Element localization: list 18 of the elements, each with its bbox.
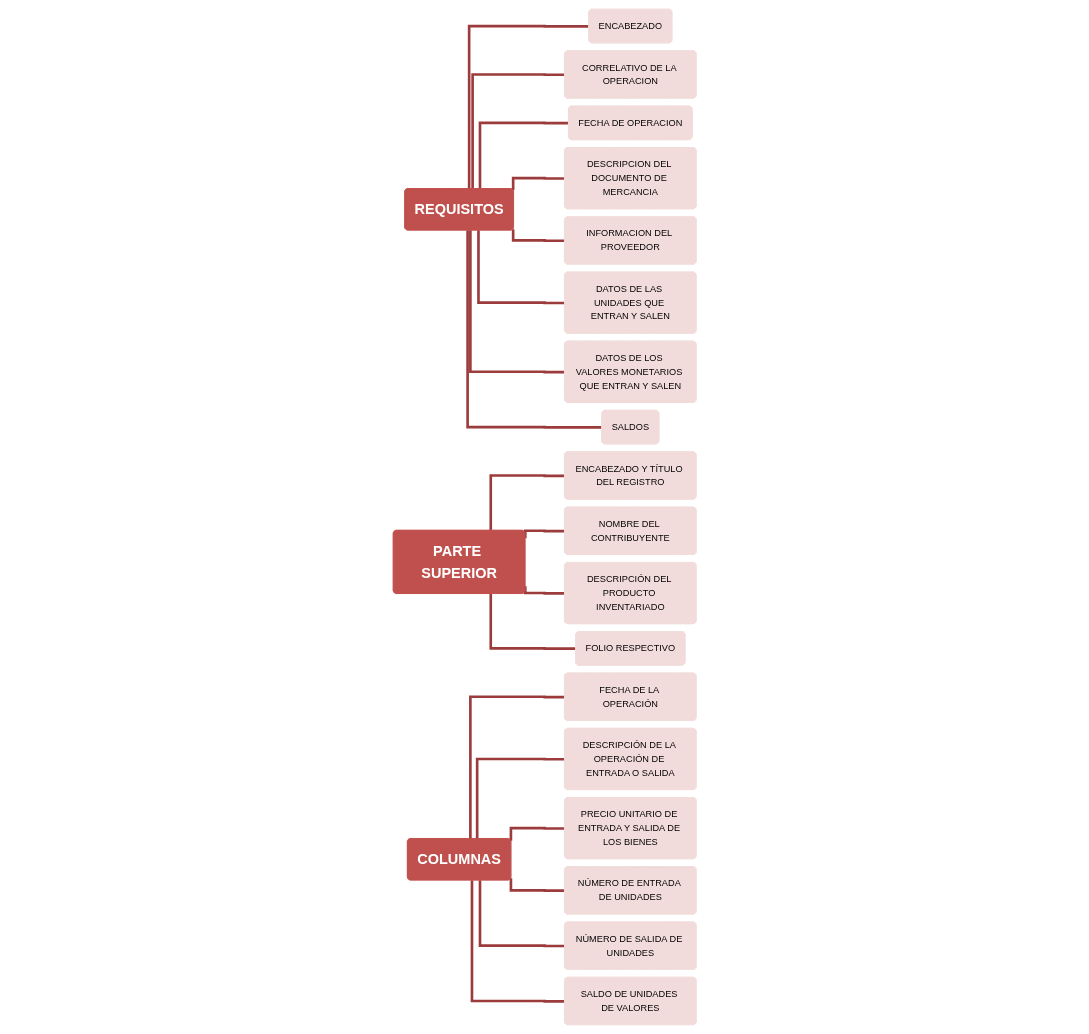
connector xyxy=(468,230,565,374)
connector xyxy=(511,229,565,243)
connector xyxy=(476,230,565,305)
connector xyxy=(509,878,565,892)
connector xyxy=(468,695,565,839)
connector xyxy=(470,880,565,1003)
connector xyxy=(478,121,569,189)
connector xyxy=(467,24,589,189)
connector xyxy=(466,230,602,429)
connector xyxy=(511,176,565,191)
connector xyxy=(523,529,565,539)
connector xyxy=(509,826,565,841)
connector xyxy=(478,880,565,948)
connector xyxy=(489,474,565,531)
connector xyxy=(523,586,565,595)
connector xyxy=(489,593,576,650)
connector xyxy=(475,757,565,839)
connector xyxy=(471,73,565,189)
